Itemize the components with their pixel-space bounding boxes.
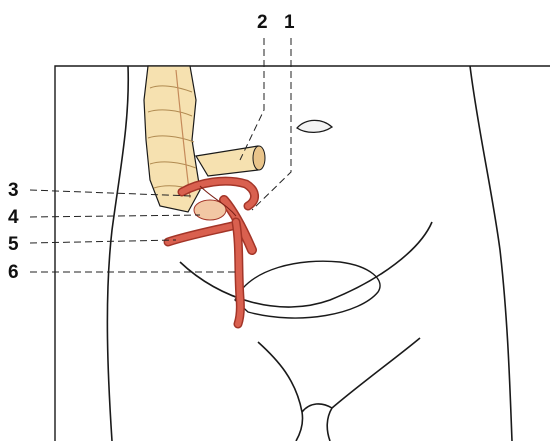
left-flank-outline [107,66,128,441]
right-flank-outline [470,66,512,441]
label-4: 4 [8,207,19,228]
pubic-notch [302,404,332,412]
leader-line-2 [240,38,264,160]
label-6: 6 [8,262,19,283]
leader-line-5 [30,240,176,243]
frame [55,66,550,441]
groin-right [327,338,420,441]
label-5: 5 [8,234,19,255]
navel [297,120,332,132]
abdominal-contour [180,222,432,307]
leader-line-1 [252,38,291,210]
groin-left [258,342,303,441]
label-2: 2 [257,12,268,33]
label-1: 1 [284,12,295,33]
bladder-outline [235,261,380,318]
label-3: 3 [8,180,19,201]
